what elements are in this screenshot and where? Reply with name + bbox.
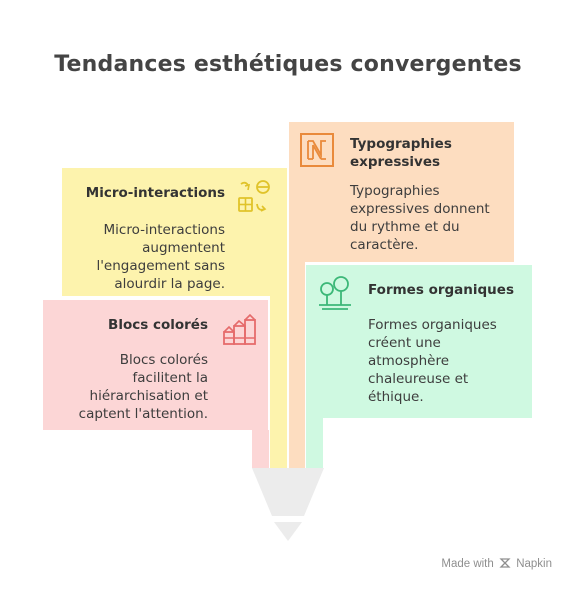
blocs-colores-heading: Blocs colorés	[108, 317, 208, 333]
typographies-body-line-2: expressives donnent	[350, 201, 490, 217]
micro-interactions-body-line-4: alourdir la page.	[114, 276, 225, 292]
typographies-body-line-3: du rythme et du	[350, 219, 460, 235]
blocs-body-line-1: Blocs colorés	[119, 352, 208, 368]
micro-interactions-body-line-3: l'engagement sans	[96, 258, 225, 274]
typographies-stem	[289, 262, 305, 468]
formes-body-line-2: créent une	[368, 335, 441, 351]
card-typographies-expressives: Typographies expressives Typographies ex…	[289, 122, 514, 262]
letter-n-icon	[300, 133, 334, 167]
typographies-body-line-1: Typographies	[350, 183, 440, 199]
formes-organiques-heading: Formes organiques	[368, 282, 514, 298]
micro-interactions-body-line-2: augmentent	[142, 240, 225, 256]
micro-interactions-heading: Micro-interactions	[85, 185, 225, 201]
card-formes-organiques: Formes organiques Formes organiques crée…	[306, 265, 532, 418]
colored-blocks-icon	[223, 313, 256, 345]
blocs-stem	[252, 430, 269, 468]
made-with-napkin-credit: Made with Napkin	[441, 557, 552, 570]
blocs-body-line-2: facilitent la	[132, 370, 208, 386]
blocs-body-line-3: hiérarchisation et	[89, 388, 208, 404]
micro-interactions-stem	[270, 296, 287, 468]
formes-body-line-4: chaleureuse et	[368, 371, 469, 387]
credit-prefix: Made with	[441, 558, 494, 570]
funnel-shape	[252, 468, 324, 541]
micro-interactions-body-line-1: Micro-interactions	[103, 222, 226, 238]
blocs-body-line-4: captent l'attention.	[78, 406, 208, 422]
page-title: Tendances esthétiques convergentes	[54, 52, 522, 77]
napkin-logo-icon	[499, 558, 511, 568]
formes-stem	[306, 418, 323, 468]
typographies-body-line-4: caractère.	[350, 237, 419, 253]
typographies-heading-line-1: Typographies	[350, 136, 452, 152]
card-blocs-colores: Blocs colorés Blocs colorés facilitent l…	[43, 300, 268, 430]
formes-body-line-3: atmosphère	[368, 353, 449, 369]
typographies-heading-line-2: expressives	[350, 154, 441, 170]
credit-brand: Napkin	[516, 558, 552, 570]
card-micro-interactions: Micro-interactions Micro-interactions au…	[62, 168, 287, 296]
formes-body-line-5: éthique.	[368, 389, 424, 405]
micro-interactions-icon	[238, 180, 270, 212]
trees-icon	[319, 276, 351, 310]
formes-body-line-1: Formes organiques	[368, 317, 497, 333]
